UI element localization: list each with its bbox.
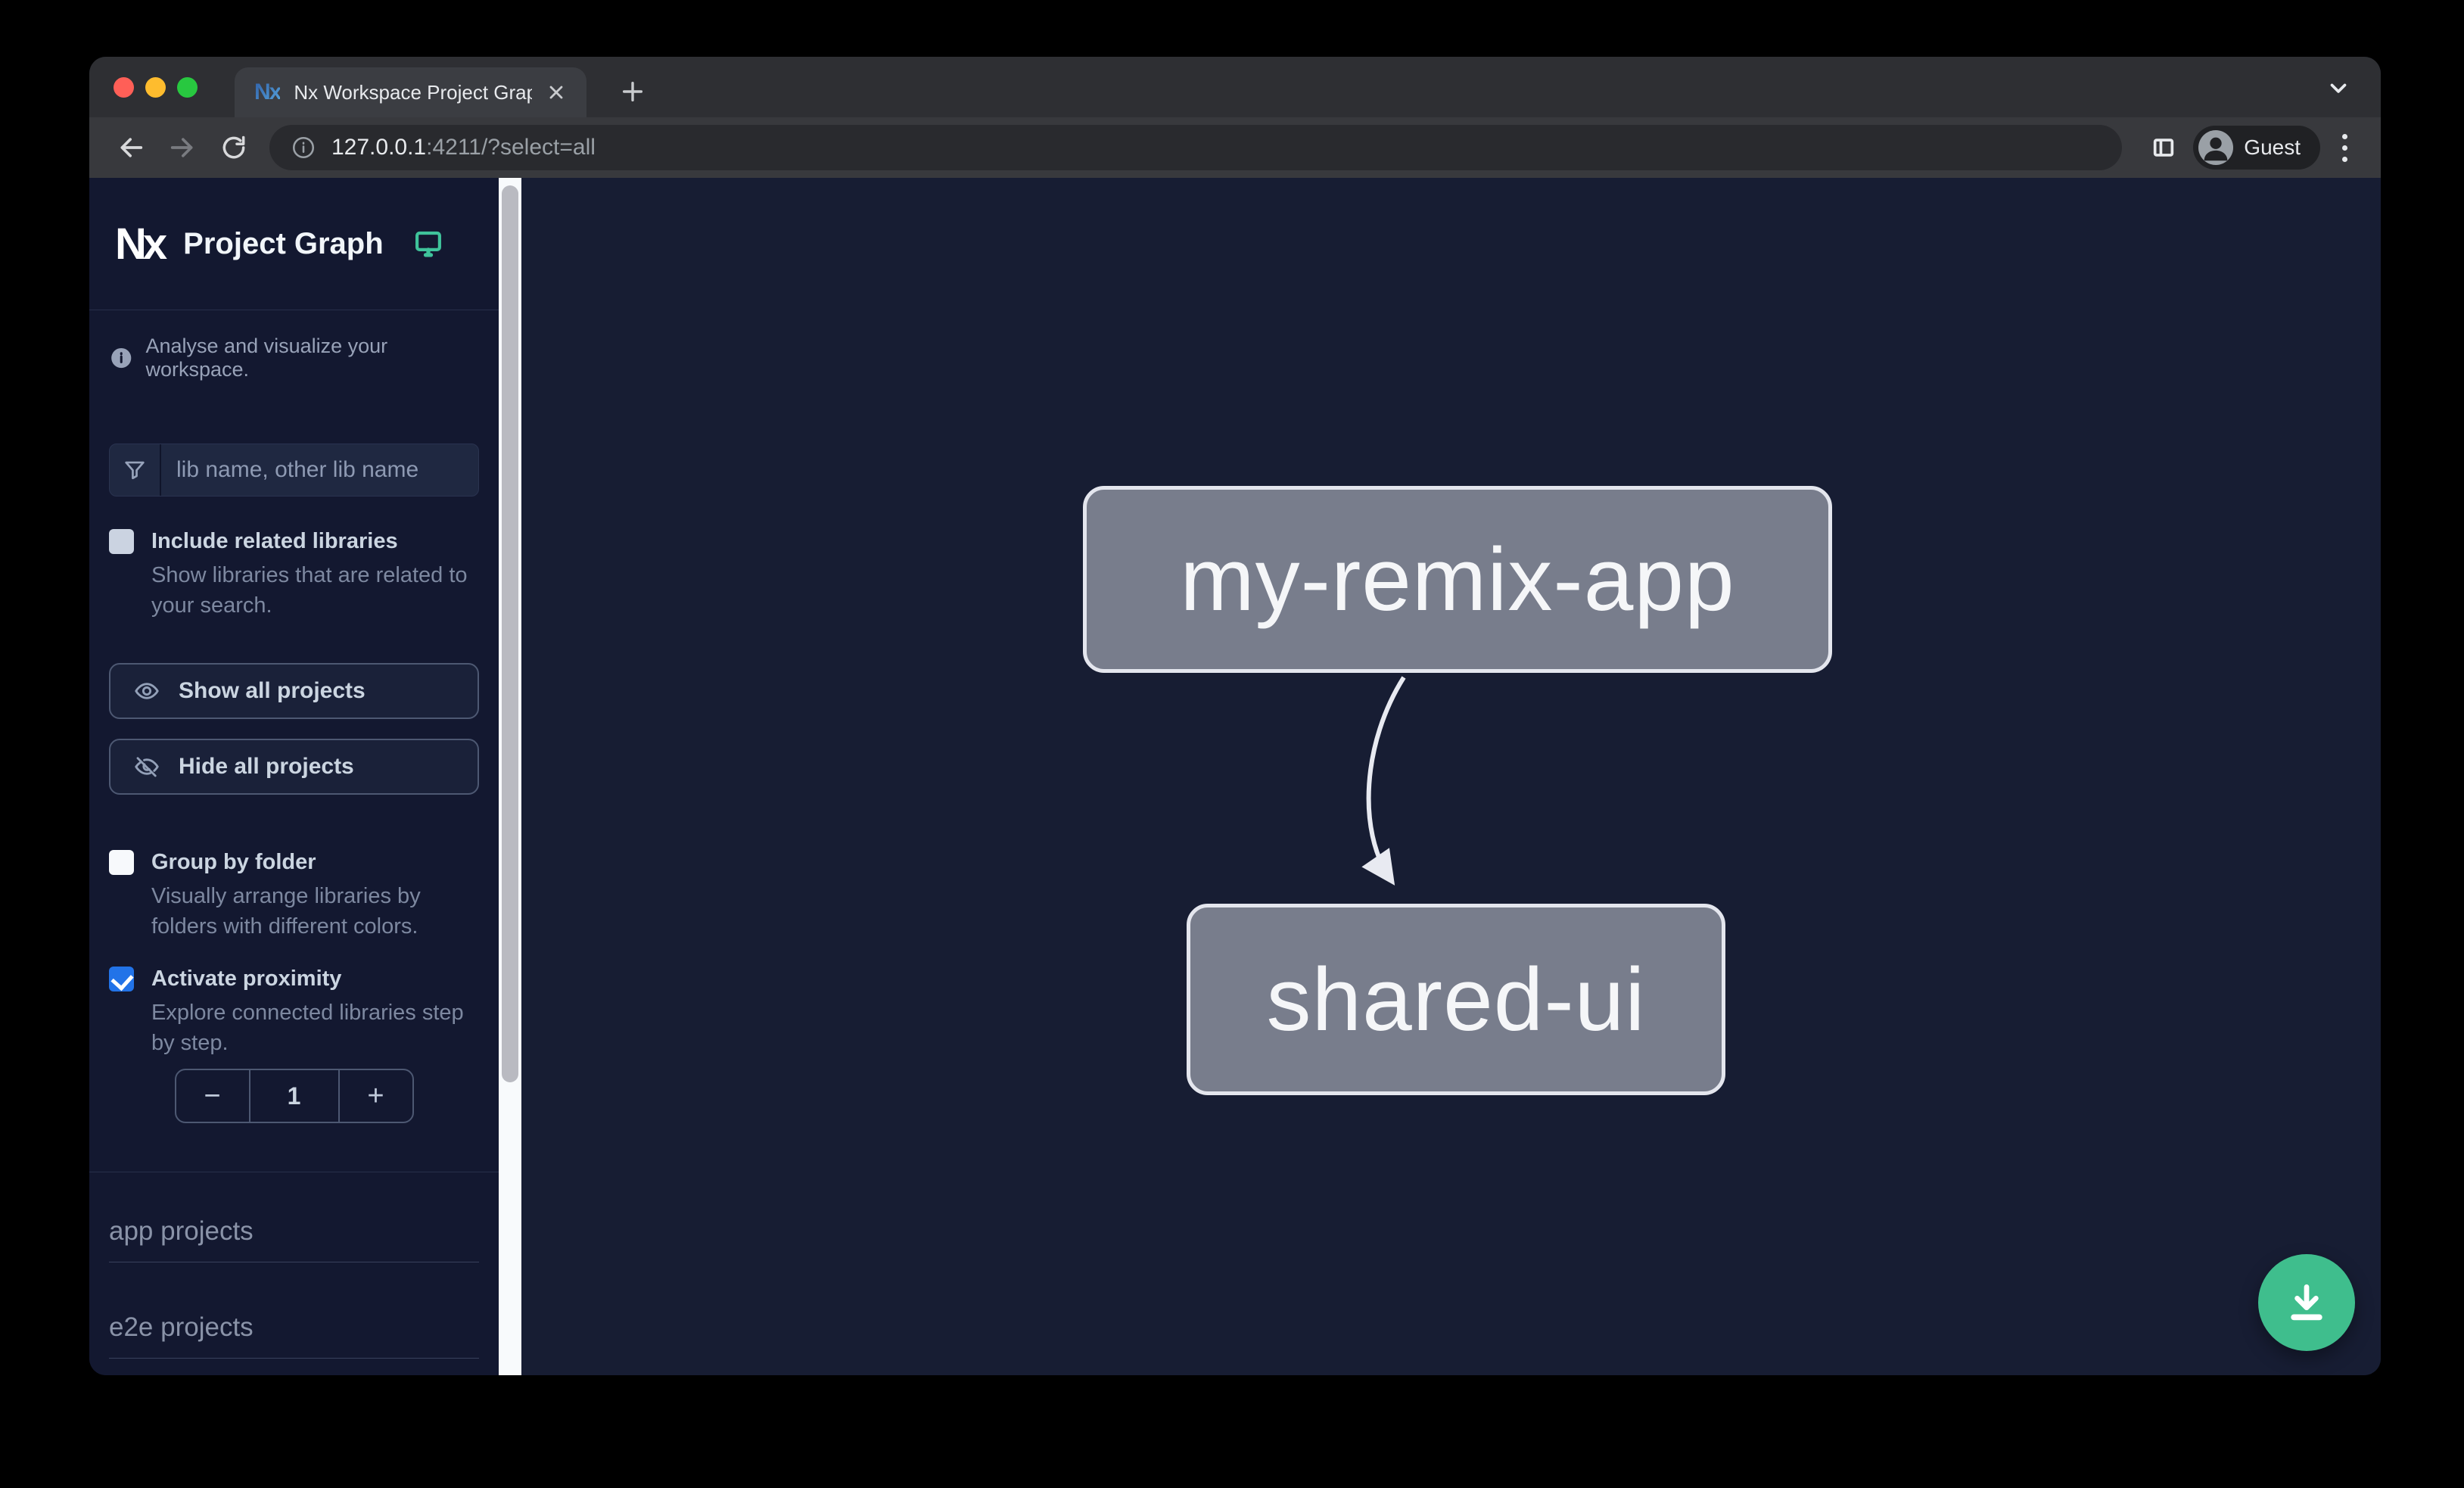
hide-all-projects-button[interactable]: Hide all projects (109, 739, 479, 795)
graph-edges (1361, 676, 1406, 886)
proximity-decrement-button[interactable]: − (204, 1079, 221, 1112)
avatar-icon (2198, 130, 2234, 165)
node-label: shared-ui (1266, 949, 1646, 1050)
reload-button[interactable] (212, 126, 256, 170)
proximity-stepper: − 1 + (174, 1069, 414, 1123)
url-host: 127.0.0.1 (331, 135, 427, 160)
group-by-folder-checkbox[interactable] (109, 850, 134, 875)
browser-tab[interactable]: Nx Nx Workspace Project Graph (235, 67, 586, 117)
info-icon (111, 347, 132, 369)
new-tab-button[interactable] (613, 72, 652, 111)
search-input[interactable] (161, 444, 478, 496)
graph-canvas[interactable]: my-remix-app shared-ui (521, 178, 2381, 1375)
chevron-down-icon (2330, 83, 2347, 93)
scrollbar-thumb[interactable] (502, 185, 518, 1082)
plus-icon (622, 81, 643, 102)
close-window-button[interactable] (114, 76, 134, 98)
side-panel-icon (2154, 139, 2174, 157)
activate-proximity-checkbox[interactable] (109, 967, 134, 991)
edge-my-remix-app-to-shared-ui (1361, 676, 1406, 886)
section-app-projects: app projects (109, 1172, 479, 1262)
download-graph-button[interactable] (2258, 1254, 2355, 1351)
sidebar-header: Nx Project Graph (89, 178, 499, 310)
browser-toolbar: 127.0.0.1:4211/?select=all Guest (89, 117, 2381, 178)
search-box (109, 444, 479, 497)
include-related-description: Show libraries that are related to your … (151, 563, 468, 618)
close-tab-icon[interactable] (546, 82, 567, 103)
nx-favicon-icon: Nx (254, 79, 282, 104)
group-by-folder-label: Group by folder (151, 850, 316, 874)
back-button[interactable] (109, 126, 153, 170)
browser-tab-strip: Nx Nx Workspace Project Graph (89, 57, 2381, 117)
window-controls (114, 57, 198, 117)
include-related-checkbox[interactable] (109, 529, 134, 554)
graph-node-my-remix-app[interactable]: my-remix-app (1083, 486, 1832, 673)
monitor-icon[interactable] (412, 228, 444, 260)
hide-all-projects-label: Hide all projects (179, 754, 354, 779)
browser-window: Nx Nx Workspace Project Graph (89, 57, 2381, 1375)
graph-node-shared-ui[interactable]: shared-ui (1187, 904, 1725, 1095)
proximity-increment-button[interactable]: + (367, 1079, 384, 1112)
url-path: :4211/?select=all (426, 135, 596, 160)
group-by-folder-option: Group by folder Visually arrange librari… (109, 849, 479, 942)
download-icon (2291, 1284, 2322, 1321)
profile-button[interactable]: Guest (2193, 126, 2320, 170)
forward-arrow-icon (170, 138, 193, 157)
show-all-projects-label: Show all projects (179, 678, 366, 703)
address-bar[interactable]: 127.0.0.1:4211/?select=all (269, 125, 2123, 170)
eye-off-icon (133, 753, 160, 780)
side-panel-button[interactable] (2142, 126, 2186, 170)
activate-proximity-label: Activate proximity (151, 967, 342, 991)
zoom-window-button[interactable] (177, 76, 198, 98)
forward-button[interactable] (160, 126, 204, 170)
show-all-projects-button[interactable]: Show all projects (109, 663, 479, 719)
page-title: Project Graph (183, 226, 384, 260)
back-arrow-icon (120, 138, 143, 157)
page-content: Nx Project Graph Analyse and visualize y… (89, 178, 2381, 1375)
filter-funnel-icon (110, 444, 161, 496)
include-related-label: Include related libraries (151, 529, 398, 553)
minimize-window-button[interactable] (145, 76, 166, 98)
url-text: 127.0.0.1:4211/?select=all (331, 135, 596, 160)
node-label: my-remix-app (1180, 529, 1735, 630)
eye-icon (133, 677, 160, 705)
profile-label: Guest (2244, 135, 2301, 159)
sidebar-scrollbar[interactable] (499, 178, 521, 1375)
site-info-icon[interactable] (291, 135, 316, 160)
browser-menu-button[interactable] (2328, 126, 2361, 170)
activate-proximity-description: Explore connected libraries step by step… (151, 1001, 464, 1055)
nx-logo-icon: Nx (115, 219, 167, 269)
section-e2e-projects: e2e projects (109, 1262, 479, 1359)
tagline-row: Analyse and visualize your workspace. (110, 335, 479, 381)
tagline-text: Analyse and visualize your workspace. (145, 335, 388, 381)
tab-search-chevron-button[interactable] (2322, 73, 2355, 102)
reload-icon (222, 135, 245, 159)
proximity-value: 1 (248, 1070, 340, 1122)
tab-title: Nx Workspace Project Graph (294, 80, 532, 104)
group-by-folder-description: Visually arrange libraries by folders wi… (151, 884, 421, 939)
include-related-option: Include related libraries Show libraries… (109, 528, 479, 621)
sidebar: Nx Project Graph Analyse and visualize y… (89, 178, 499, 1375)
activate-proximity-option: Activate proximity Explore connected lib… (109, 966, 479, 1058)
